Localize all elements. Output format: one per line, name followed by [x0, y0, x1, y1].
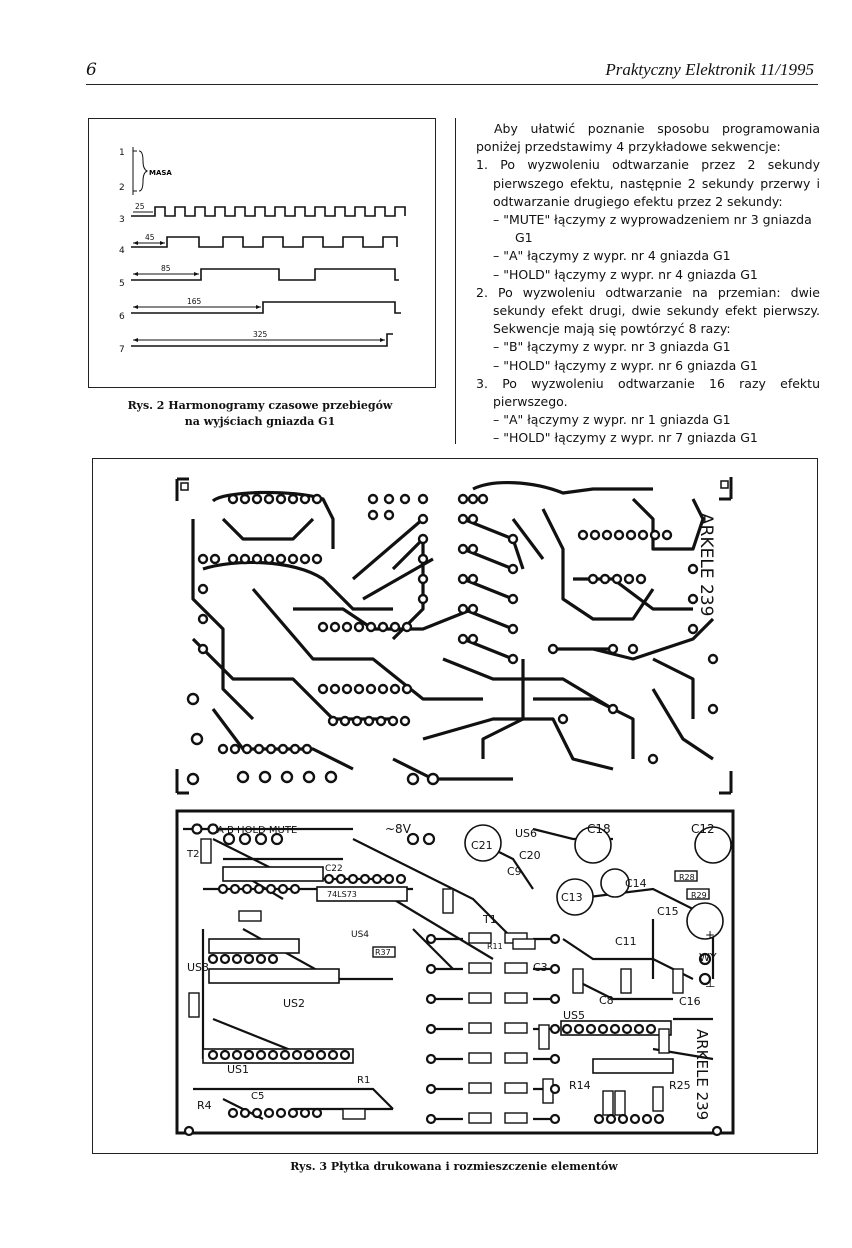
- figure2-caption-line1: Rys. 2 Harmonogramy czasowe przebiegów: [127, 399, 393, 412]
- item-number: 1.: [476, 157, 488, 173]
- sub-item: – "A" łączymy z wypr. nr 1 gniazda G1: [493, 412, 731, 428]
- pcb-part-label: US1: [227, 1063, 249, 1076]
- pcb-part-label: R4: [197, 1099, 212, 1112]
- waveform-5: [131, 268, 399, 281]
- pcb-part-label: 74LS73: [327, 890, 357, 899]
- waveform-6: [131, 301, 401, 314]
- ic-outline: [208, 938, 300, 954]
- waveform-7: [131, 333, 393, 347]
- intro-paragraph: Aby ułatwić poznanie sposobu programowan…: [476, 121, 820, 155]
- pcb-part-label: C9: [507, 865, 522, 878]
- pcb-part-label: R11: [487, 942, 503, 951]
- sub-item: – "HOLD" łączymy z wypr. nr 4 gniazda G1: [493, 266, 758, 282]
- pcb-part-label: US6: [515, 827, 537, 840]
- item-number: 2.: [476, 284, 488, 300]
- item-body: Po wyzwoleniu odtwarzanie przez 2 sekund…: [493, 157, 820, 209]
- body-text: Aby ułatwić poznanie sposobu programowan…: [476, 120, 820, 448]
- page-number: 6: [86, 60, 97, 80]
- pcb-figure-frame: ARKELE 239: [92, 458, 818, 1154]
- row-label-5: 5: [119, 279, 125, 289]
- figure2-caption-line2: na wyjściach gniazda G1: [184, 415, 336, 428]
- ic-outline: [222, 866, 324, 882]
- pcb-part-label: C12: [691, 822, 715, 836]
- sub-item: – "HOLD" łączymy z wypr. nr 6 gniazda G1: [493, 357, 758, 373]
- pcb-part-label: C20: [519, 849, 541, 862]
- pcb-part-label: R14: [569, 1079, 591, 1092]
- pcb-part-label: T2: [186, 849, 199, 860]
- pcb-part-label: US4: [351, 930, 369, 940]
- pcb-part-label: R28: [679, 873, 695, 882]
- pcb-part-label: R25: [669, 1079, 691, 1092]
- item-number: 3.: [476, 375, 488, 391]
- duration-85: 85: [161, 264, 171, 273]
- sub-item: – "A" łączymy z wypr. nr 4 gniazda G1: [493, 248, 731, 264]
- pcb-minus-label: ⊥: [705, 976, 715, 990]
- ic-outline: [592, 1058, 674, 1074]
- board-label: ARKELE 239: [696, 513, 716, 616]
- pcb-part-label: C16: [679, 995, 701, 1008]
- duration-25: 25: [135, 202, 145, 211]
- item-body: Po wyzwoleniu odtwarzanie na przemian: d…: [493, 284, 820, 337]
- sequence-item-1: 1. Po wyzwoleniu odtwarzanie przez 2 sek…: [476, 156, 820, 211]
- copper-layer: ARKELE 239: [175, 477, 733, 795]
- pcb-part-label: US5: [563, 1009, 585, 1022]
- pcb-supply-label: ~8V: [385, 822, 412, 836]
- pcb-part-label: C15: [657, 905, 679, 918]
- pcb-part-label: C13: [561, 891, 583, 904]
- pcb-part-label: C3: [533, 961, 548, 974]
- pcb-part-label: C14: [625, 877, 647, 890]
- ic-outline: [208, 968, 340, 984]
- pcb-part-label: C11: [615, 935, 637, 948]
- sequence-item-2: 2. Po wyzwoleniu odtwarzanie na przemian…: [476, 284, 820, 339]
- sub-item: – "HOLD" łączymy z wypr. nr 7 gniazda G1: [493, 430, 758, 446]
- pcb-part-label: R29: [691, 891, 707, 900]
- timing-diagram: 1 2 3 4 5 6 7 MASA 25 45: [119, 147, 406, 355]
- duration-45: 45: [145, 233, 155, 242]
- pcb-top-labels: A B HOLD MUTE: [217, 825, 297, 836]
- pcb-board-label: ARKELE 239: [693, 1029, 711, 1120]
- figure2-caption: Rys. 2 Harmonogramy czasowe przebiegów n…: [110, 398, 410, 430]
- item-body: Po wyzwoleniu odtwarzanie 16 razy efektu…: [493, 375, 820, 410]
- pcb-part-label: C5: [251, 1091, 264, 1102]
- row-label-2: 2: [119, 183, 125, 193]
- row-label-6: 6: [119, 312, 125, 322]
- pcb-part-label: C8: [599, 994, 614, 1007]
- pcb-part-label: US3: [187, 961, 209, 974]
- component-layer: A B HOLD MUTE ~8V T2 C21 US6 C18 C12 C20…: [175, 809, 735, 1137]
- pcb-part-label: WY: [699, 951, 717, 964]
- row-label-3: 3: [119, 215, 125, 225]
- pcb-part-label: R1: [357, 1075, 370, 1086]
- pcb-part-label: US2: [283, 997, 305, 1010]
- waveform-3: [131, 206, 406, 217]
- row-label-1: 1: [119, 148, 125, 158]
- pcb-part-label: T1: [482, 913, 497, 926]
- sub-item: – "MUTE" łączymy z wyprowadzeniem nr 3 g…: [493, 212, 812, 246]
- row-label-4: 4: [119, 246, 125, 256]
- waveform-4: [131, 236, 398, 248]
- sub-item: – "B" łączymy z wypr. nr 3 gniazda G1: [493, 339, 731, 355]
- pcb-part-label: R37: [375, 948, 391, 957]
- masa-label: MASA: [149, 169, 172, 177]
- pcb-plus-label: +: [705, 928, 715, 942]
- ic-outline: [316, 886, 408, 902]
- figure3-caption: Rys. 3 Płytka drukowana i rozmieszczenie…: [290, 1160, 618, 1173]
- duration-325: 325: [253, 330, 268, 339]
- header-rule: [86, 84, 818, 85]
- row-label-7: 7: [119, 345, 125, 355]
- duration-165: 165: [187, 297, 202, 306]
- column-rule: [455, 118, 456, 444]
- pcb-drawing: ARKELE 239: [175, 477, 735, 1137]
- pcb-part-label: C18: [587, 822, 611, 836]
- pcb-part-label: C22: [325, 864, 343, 874]
- sequence-item-3: 3. Po wyzwoleniu odtwarzanie 16 razy efe…: [476, 375, 820, 411]
- timing-diagram-frame: 1 2 3 4 5 6 7 MASA 25 45: [88, 118, 436, 388]
- pcb-part-label: C21: [471, 839, 493, 852]
- publication-title: Praktyczny Elektronik 11/1995: [605, 60, 814, 79]
